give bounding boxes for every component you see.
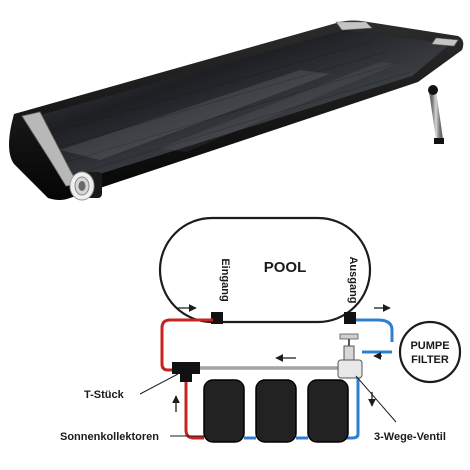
support-leg	[428, 85, 444, 144]
collectors-label: Sonnenkollektoren	[60, 431, 159, 443]
three-way-valve-icon	[337, 333, 363, 379]
corner-bracket-top	[335, 21, 459, 47]
collector-panel-2	[255, 379, 297, 443]
outlet-fitting	[344, 312, 356, 324]
outlet-label: Ausgang	[347, 256, 359, 303]
tee-callout-line	[139, 373, 179, 395]
pump-label: PUMPE	[410, 340, 449, 352]
hose-connector	[69, 171, 102, 201]
collector-panel-1	[203, 379, 245, 443]
solar-collector-photo	[9, 20, 464, 201]
pool-outline	[158, 216, 372, 324]
inlet-label: Eingang	[219, 258, 231, 301]
filter-label: FILTER	[411, 354, 449, 366]
valve-to-collectors-pipe-cold	[346, 372, 360, 440]
valve-label: 3-Wege-Ventil	[374, 431, 446, 443]
collector-glass	[30, 30, 450, 184]
return-pipe-hot	[160, 318, 213, 372]
collector-panel-3	[307, 379, 349, 443]
tee-fitting-icon	[172, 362, 200, 382]
pool-label: POOL	[264, 259, 307, 276]
inlet-fitting	[211, 312, 223, 324]
valve-callout-line	[355, 375, 397, 423]
tee-label: T-Stück	[84, 389, 125, 401]
outlet-pipe-cold	[356, 318, 394, 342]
pump-filter-unit	[398, 320, 462, 384]
pool-heating-diagram: POOL Eingang Ausgang	[60, 216, 462, 443]
